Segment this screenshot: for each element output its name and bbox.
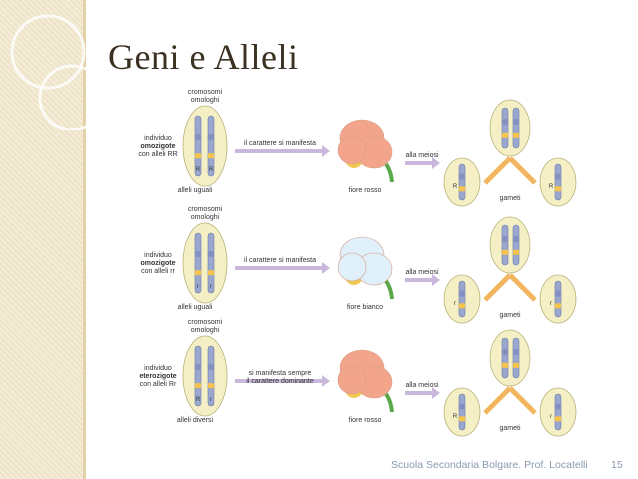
gamete-branch [483,156,512,185]
page-number: 15 [611,459,623,471]
flower-label: fiore rosso [349,187,382,194]
allele-letter: R [453,184,458,190]
chromosome-left [501,337,509,379]
chromosome-label: cromosomi [188,319,223,326]
arrow-expression [235,145,330,157]
allele-letter: r [550,414,552,420]
chromosome-oval [182,105,228,187]
gamete-branch [508,273,537,302]
gamete-chromosome [554,163,562,201]
arrow-meiosis [405,274,440,286]
flower-illustration [337,236,394,300]
allele-label: alleli diversi [177,417,214,424]
arrow-meiosis [405,157,440,169]
decorative-circles [10,14,106,130]
meiosis-label: alla meiosi [405,382,439,389]
chromosome-right [207,345,215,407]
chromosome-left [194,115,202,177]
allele-letter: r [210,397,212,403]
individual-label: individuo [144,252,172,259]
chromosome-oval [182,222,228,304]
chromosome-right [512,107,520,149]
gamete-branch [508,386,537,415]
gamete-chromosome [458,393,466,431]
allele-letter: r [210,284,212,290]
sidebar-divider [83,0,86,479]
chromosome-left [194,232,202,294]
allele-letter: r [454,301,456,307]
page-title: Geni e Alleli [108,37,299,77]
gametes-label: gameti [499,312,520,319]
meiosis-cell [489,99,531,157]
flower-label: fiore rosso [349,417,382,424]
individual-label: individuo [144,365,172,372]
individual-label: eterozigote [139,373,176,380]
chromosome-label: cromosomi [188,206,223,213]
flower-illustration [337,119,394,183]
allele-label: alleli uguali [178,304,213,311]
gamete-branch [483,273,512,302]
allele-letter: R [196,167,201,173]
arrow-meiosis [405,387,440,399]
chromosome-label: omologhi [191,327,220,334]
meiosis-cell [489,216,531,274]
gamete-chromosome [554,393,562,431]
individual-label: omozigote [141,260,176,267]
gamete-chromosome [458,280,466,318]
chromosome-label: omologhi [191,214,220,221]
allele-letter: r [550,301,552,307]
individual-label: omozigote [141,143,176,150]
expression-label: il carattere si manifesta [244,140,316,147]
chromosome-right [207,232,215,294]
chromosome-label: cromosomi [188,89,223,96]
expression-label: si manifesta sempre [249,370,312,377]
footer-text: Scuola Secondaria Bolgare. Prof. Locatel… [391,459,588,471]
gamete-chromosome [554,280,562,318]
chromosome-left [501,224,509,266]
allele-label: alleli uguali [178,187,213,194]
chromosome-oval [182,335,228,417]
gamete-branch [483,386,512,415]
allele-letter: R [196,397,201,403]
meiosis-label: alla meiosi [405,152,439,159]
chromosome-right [207,115,215,177]
chromosome-right [512,224,520,266]
gametes-label: gameti [499,425,520,432]
flower-label: fiore bianco [347,304,383,311]
expression-label: il carattere si manifesta [244,257,316,264]
allele-letter: r [197,284,199,290]
allele-letter: R [453,414,458,420]
individual-label: con alleli RR [138,151,177,158]
expression-label: il carattere dominante [246,378,313,385]
gamete-branch [508,156,537,185]
meiosis-cell [489,329,531,387]
allele-letter: R [549,184,554,190]
gamete-chromosome [458,163,466,201]
meiosis-label: alla meiosi [405,269,439,276]
allele-letter: R [209,167,214,173]
flower-illustration [337,349,394,413]
individual-label: individuo [144,135,172,142]
chromosome-right [512,337,520,379]
chromosome-label: omologhi [191,97,220,104]
chromosome-left [194,345,202,407]
individual-label: con alleli Rr [140,381,177,388]
arrow-expression [235,262,330,274]
gametes-label: gameti [499,195,520,202]
chromosome-left [501,107,509,149]
individual-label: con alleli rr [141,268,176,275]
arrow-expression [235,375,330,387]
